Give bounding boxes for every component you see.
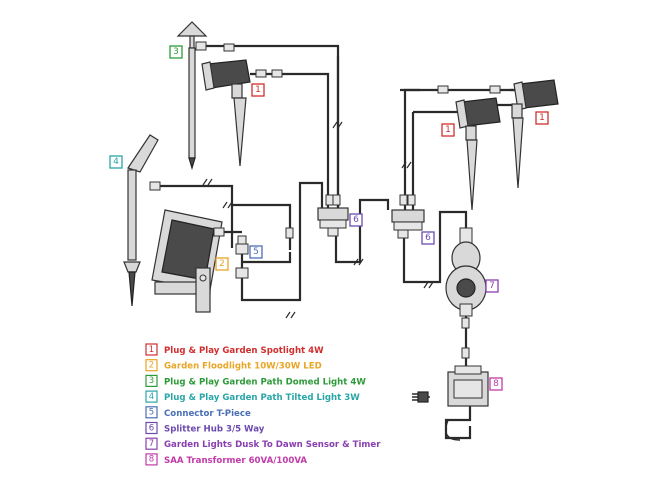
badge-sensor: 7 [485,279,499,293]
legend-number: 7 [149,439,154,449]
legend-number-box [145,359,158,372]
svg-text:1: 1 [445,125,451,135]
legend-label: Connector T-Piece [164,409,251,419]
legend-number-box [145,421,158,435]
legend-item: 5 Connector T-Piece [145,406,251,419]
legend-number-box [145,343,158,356]
legend-number-box [145,406,158,419]
svg-text:4: 4 [113,157,119,167]
legend-number-box [145,374,158,387]
dusk-to-dawn-sensor [445,227,487,317]
badge-spotlight-mid: 1 [441,123,455,137]
spotlight-right [511,79,559,189]
legend-number: 4 [149,392,154,402]
legend-number: 1 [149,345,154,355]
legend-label: Splitter Hub 3/5 Way [164,425,265,435]
legend-number-box [145,437,158,450]
splitter-hub-left [317,207,349,237]
legend-label: SAA Transformer 60VA/100VA [164,456,307,466]
svg-text:2: 2 [219,259,225,269]
legend-label: Plug & Play Garden Path Domed Light 4W [164,377,366,387]
svg-text:6: 6 [353,215,359,225]
badge-spotlight-left: 1 [251,83,265,97]
badge-tilted-light: 4 [109,155,123,169]
legend-number-box [145,390,158,403]
svg-text:1: 1 [539,113,545,123]
legend-number: 8 [149,455,154,465]
legend-item: 1 Plug & Play Garden Spotlight 4W [145,343,324,356]
transformer [412,365,489,407]
legend-label: Garden Floodlight 10W/30W LED [164,362,322,372]
badge-spotlight-right: 1 [535,111,549,125]
inline-connectors [223,43,501,359]
badge-splitter-right: 6 [421,231,435,245]
badge-t-piece: 5 [249,245,263,259]
legend-item: 8 SAA Transformer 60VA/100VA [145,453,307,466]
legend-label: Plug & Play Garden Path Tilted Light 3W [164,393,360,403]
connector-t-piece [235,235,249,279]
legend-label: Plug & Play Garden Spotlight 4W [164,346,324,356]
spotlight-left [201,59,251,167]
legend-item: 3 Plug & Play Garden Path Domed Light 4W [145,374,366,387]
legend-item: 7 Garden Lights Dusk To Dawn Sensor & Tim… [145,437,381,450]
svg-text:5: 5 [253,247,259,257]
legend-number: 5 [149,408,154,418]
badge-floodlight: 2 [215,257,229,271]
svg-text:1: 1 [255,85,261,95]
legend-number: 2 [149,361,154,371]
legend-label: Garden Lights Dusk To Dawn Sensor & Time… [164,440,381,450]
badge-splitter-left: 6 [349,213,363,227]
tilted-path-light [123,134,161,307]
badges: 1 1 1 2 3 4 5 6 [109,45,549,391]
legend-number-box [145,453,158,466]
splitter-hub-right [391,209,425,239]
floodlight [151,209,225,313]
badge-domed-light: 3 [169,45,183,59]
svg-text:6: 6 [425,233,431,243]
svg-text:8: 8 [493,379,499,389]
legend-item: 2 Garden Floodlight 10W/30W LED [145,359,322,372]
legend-number: 6 [149,423,154,433]
spotlight-mid [455,97,501,211]
legend-number: 3 [149,376,154,386]
svg-text:3: 3 [173,47,179,57]
svg-text:7: 7 [489,281,495,291]
domed-path-light [176,21,208,171]
legend-item: 6 Splitter Hub 3/5 Way [145,421,265,435]
badge-transformer: 8 [489,377,503,391]
legend-item: 4 Plug & Play Garden Path Tilted Light 3W [145,390,360,403]
cable-break-marks [202,121,434,319]
